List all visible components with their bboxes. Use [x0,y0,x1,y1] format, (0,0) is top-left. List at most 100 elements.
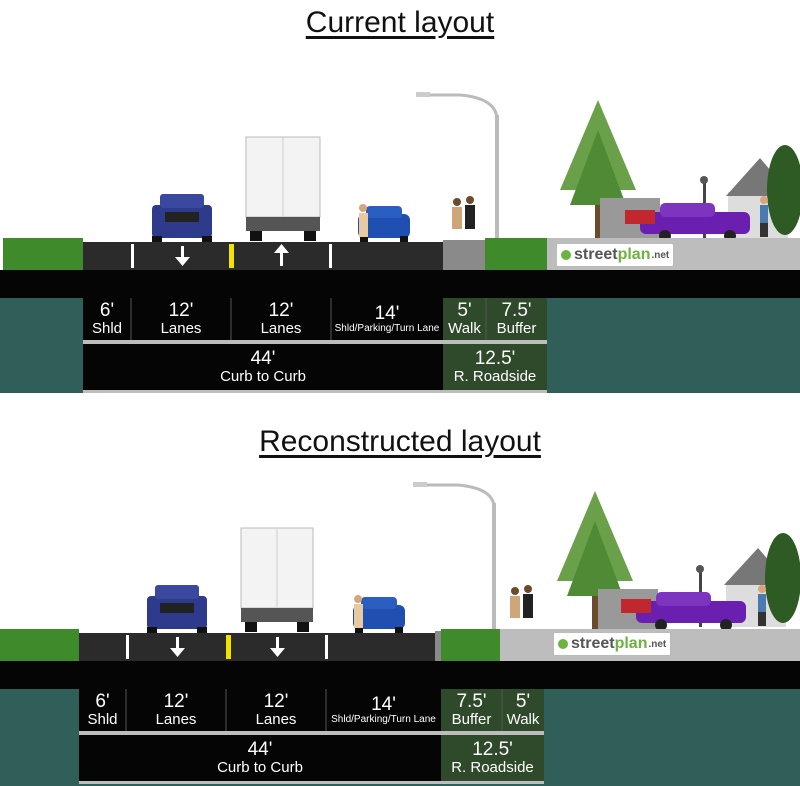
segment-dim: 14' [371,693,396,715]
right-grass [485,238,547,270]
segment-lane-2: 12' Lanes [231,298,331,340]
arrow-down-icon [270,637,285,657]
segment-lane-2: 12' Lanes [226,689,326,731]
arrow-up-icon [274,244,289,266]
total-roadside: 12.5' R. Roadside [441,735,544,781]
box-truck-icon [240,527,314,632]
pine-tree-icon [560,100,636,240]
segment-label: Shld/Parking/Turn Lane [334,322,440,334]
pine-tree-icon [557,491,633,633]
lane-marking-white [329,244,332,268]
panel-title: Reconstructed layout [259,425,541,458]
sidewalk [443,240,485,270]
left-grass [0,629,79,661]
segment-label: Walk [448,320,481,338]
segment-walk: 5' Walk [443,298,486,340]
pedestrian-icon [760,196,768,237]
segment-shoulder: 6' Shld [83,298,131,340]
lane-marking-yellow [226,635,231,659]
segment-dim: 12' [163,691,189,713]
bush-icon [765,533,800,623]
pedestrian-icon [359,204,368,237]
streetlight-icon [416,92,499,240]
total-label: R. Roadside [453,368,537,386]
location-pin-icon [561,250,571,260]
segment-dim: 7.5' [456,691,487,713]
black-band [0,270,800,298]
roadway-asphalt [83,242,443,270]
location-pin-icon [558,639,568,649]
segment-label: Lanes [160,320,202,338]
total-dim: 44' [247,739,273,761]
segment-dim: 12' [263,691,289,713]
segment-dim: 14' [374,302,400,324]
lane-marking-white [325,635,328,659]
segment-dim: 6' [99,300,115,322]
segment-lane-1: 12' Lanes [131,298,231,340]
logo-plan: plan [617,246,651,263]
street-section-illustration [0,482,800,786]
arrow-down-icon [175,246,190,266]
logo-street: street [574,246,618,263]
reconstructed-layout-panel: Reconstructed layout [0,393,800,786]
segment-dim: 12' [268,300,294,322]
pedestrian-icon [354,595,363,628]
arrow-down-icon [170,637,185,657]
street-section-illustration [0,92,800,393]
segment-parking: 14' Shld/Parking/Turn Lane [331,298,443,340]
panel-title: Current layout [305,6,495,39]
segment-label: Walk [506,711,540,729]
sedan-icon [358,206,410,242]
total-dim: 12.5' [472,739,513,761]
logo-plan: plan [614,635,648,652]
curb [435,631,441,661]
sedan-icon [353,597,405,633]
streetlight-icon [413,482,496,633]
segment-label: Buffer [451,711,492,729]
logo-street: street [571,635,615,652]
segment-label: Lanes [155,711,197,729]
segment-label: Lanes [260,320,302,338]
black-band [0,661,800,689]
segment-label: Shld/Parking/Turn Lane [331,713,436,725]
total-label: Curb to Curb [217,759,303,777]
segment-shoulder: 6' Shld [79,689,126,731]
segment-label: Shld [87,711,118,729]
total-curb-to-curb: 44' Curb to Curb [83,344,443,390]
total-dim: 12.5' [474,348,516,370]
purple-car-icon [621,592,746,631]
segment-dim: 5' [457,300,472,322]
pedestrians-icon [452,196,475,229]
left-grass [3,238,83,270]
pickup-truck-icon [147,585,207,633]
box-truck-icon [245,136,321,241]
total-label: R. Roadside [451,759,534,777]
segment-buffer: 7.5' Buffer [486,298,547,340]
total-curb-to-curb: 44' Curb to Curb [79,735,441,781]
total-dim: 44' [250,348,276,370]
segment-label: Lanes [255,711,297,729]
lane-marking-white [126,635,129,659]
roadway-asphalt [79,633,435,661]
lane-marking-yellow [229,244,234,268]
segment-buffer: 7.5' Buffer [441,689,502,731]
current-layout-panel: Current layout [0,6,800,393]
segment-dim: 7.5' [501,300,532,322]
segment-dim: 6' [95,691,110,713]
segment-lane-1: 12' Lanes [126,689,226,731]
total-label: Curb to Curb [220,368,306,386]
logo-net: .net [648,638,667,650]
pedestrian-icon [758,585,766,626]
logo-net: .net [651,249,670,261]
segment-dim: 5' [515,691,531,713]
buffer-grass [441,629,500,661]
segment-label: Shld [91,320,123,338]
segment-parking: 14' Shld/Parking/Turn Lane [326,689,441,731]
segment-dim: 12' [168,300,194,322]
total-roadside: 12.5' R. Roadside [443,344,547,390]
lane-marking-white [131,244,134,268]
pedestrians-icon [510,585,533,618]
segment-walk: 5' Walk [502,689,544,731]
